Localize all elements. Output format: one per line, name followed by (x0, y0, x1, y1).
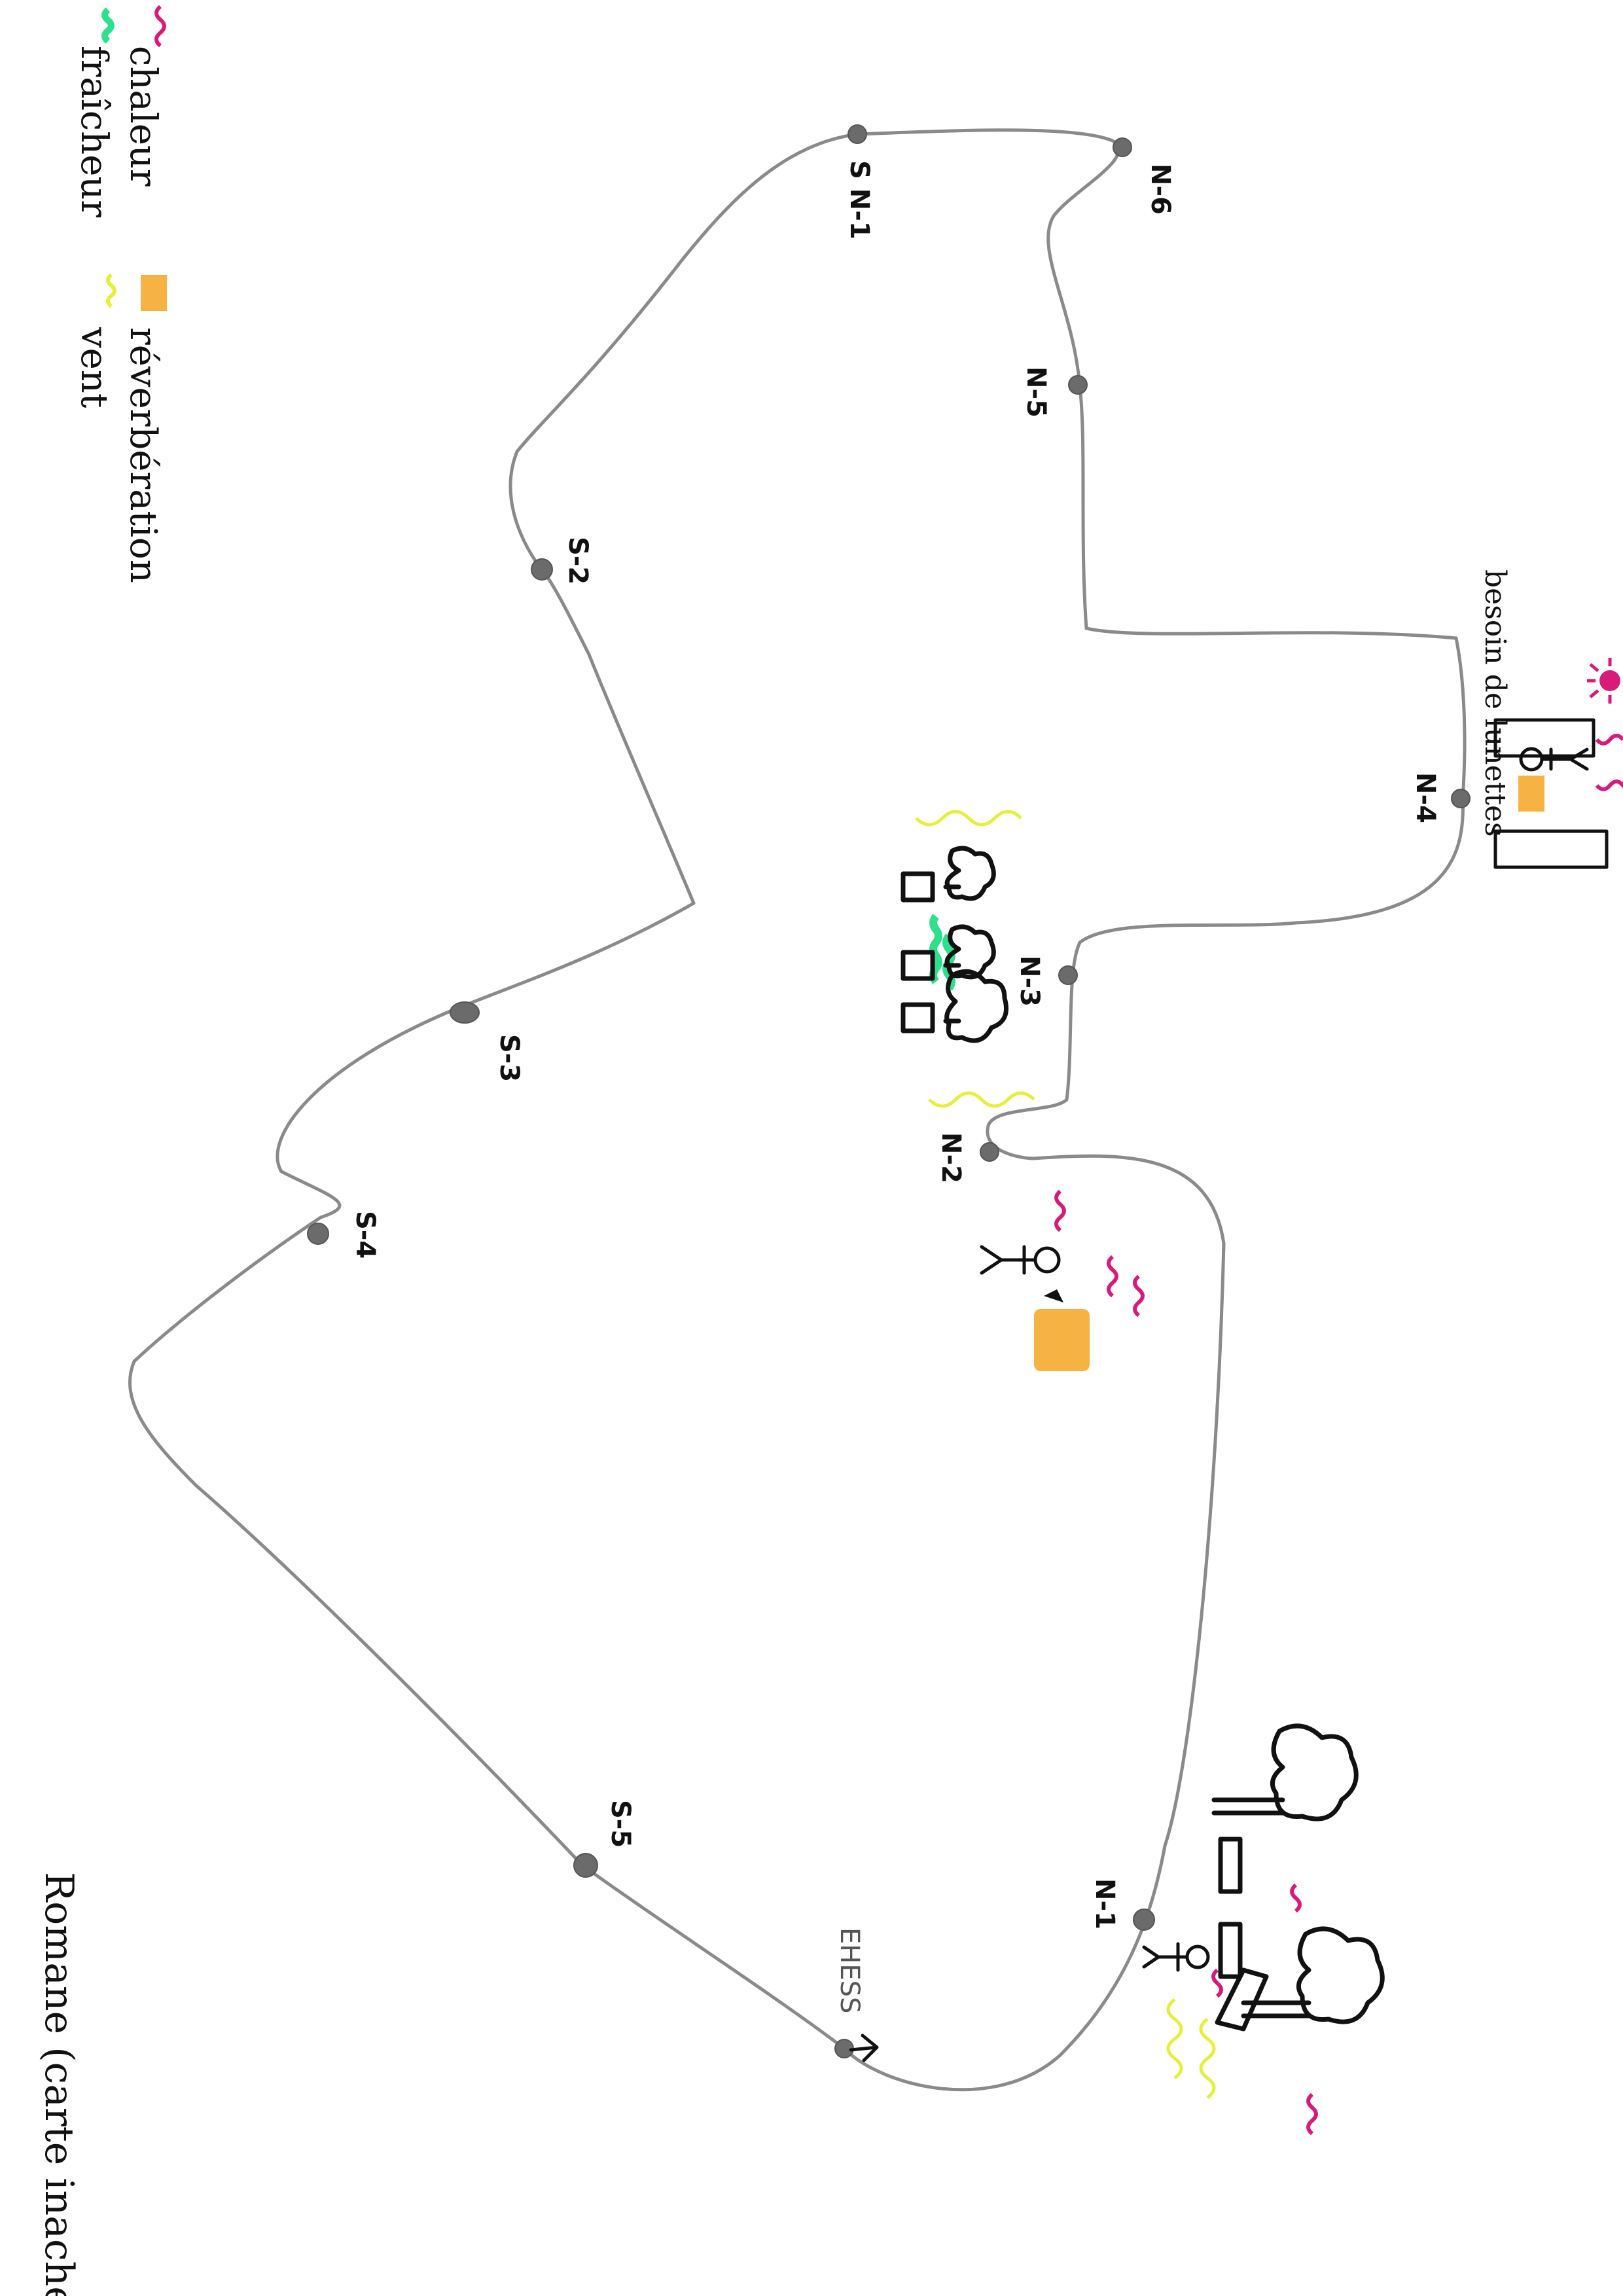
legend-label-reverberation: réverbération (122, 327, 164, 583)
legend-label-vent: vent (73, 327, 115, 408)
tree-icon (1211, 1723, 1359, 1821)
heat-mark (1054, 1189, 1066, 1232)
stop-marker-n5[interactable] (1068, 375, 1088, 395)
sun-icon (1587, 658, 1620, 704)
stop-label-s5: S-5 (605, 1800, 635, 1848)
stop-label-n5: N-5 (1021, 367, 1051, 418)
n4-scene: besoin de lunettes (1478, 569, 1623, 869)
annotation-besoin-lunettes: besoin de lunettes (1478, 569, 1512, 837)
stop-label-s3: S-3 (494, 1034, 524, 1082)
tree-icon (943, 924, 996, 980)
legend-swatch-chaleur (154, 5, 166, 48)
stop-labels: N-6 N-5 N-4 N-3 N-2 N-1 EHESS S N-1 S-2 … (350, 160, 1440, 2013)
stop-label-n1: N-1 (1090, 1878, 1120, 1929)
tree-icon (943, 846, 996, 901)
legend-swatch-reverberation (141, 275, 167, 311)
stop-marker-n2[interactable] (980, 1142, 999, 1162)
n2-scene (980, 1189, 1145, 1371)
bench-icon (1218, 1922, 1243, 1979)
route (128, 124, 1471, 2092)
stop-marker-s5[interactable] (573, 1853, 598, 1878)
stop-marker-n1[interactable] (1133, 1909, 1155, 1931)
stop-marker-n3[interactable] (1058, 965, 1078, 985)
n3-scene (901, 810, 1035, 1108)
bench-icon (1215, 1967, 1269, 2032)
person-icon (1142, 1942, 1210, 1972)
bench-icon (901, 871, 935, 903)
stop-marker-s4[interactable] (307, 1223, 329, 1245)
stop-marker-n6[interactable] (1113, 137, 1132, 157)
legend-swatch-vent (106, 273, 116, 308)
heat-mark (1595, 780, 1623, 791)
stop-label-s2: S-2 (563, 537, 593, 584)
stop-marker-n4[interactable] (1451, 789, 1471, 808)
reverberation-mark (1518, 776, 1544, 812)
building-icon (1493, 829, 1609, 869)
wind-mark (915, 810, 1022, 827)
heat-mark (1306, 2092, 1318, 2136)
wind-mark (928, 1091, 1035, 1108)
legend-label-fraicheur: fraîcheur (73, 46, 115, 217)
wind-mark (1199, 2018, 1216, 2099)
wind-mark (1166, 1998, 1183, 2079)
author-signature: Romane (carte inachevée) (36, 1872, 82, 2296)
stop-label-s1: S N-1 (844, 160, 874, 240)
heat-mark (1290, 1883, 1302, 1913)
building-icon (1493, 718, 1596, 758)
stop-label-n6: N-6 (1145, 164, 1175, 215)
stop-label-ehess: EHESS (834, 1928, 865, 2013)
n1-scene (1142, 1723, 1385, 2136)
arrow-icon (849, 2034, 879, 2062)
stop-label-s4: S-4 (350, 1211, 380, 1259)
legend-swatch-fraicheur (101, 7, 115, 44)
legend-label-chaleur: chaleur (122, 46, 164, 187)
legend: chaleur fraîcheur réverbération vent (73, 5, 167, 583)
stop-marker-s2[interactable] (531, 558, 553, 581)
stop-marker-s1[interactable] (847, 124, 867, 144)
heat-mark (1107, 1255, 1118, 1298)
bench-icon (1218, 1837, 1243, 1894)
stop-marker-s3[interactable] (450, 1001, 480, 1024)
tree-icon (943, 969, 1008, 1043)
person-icon (980, 1245, 1063, 1302)
bench-icon (901, 1002, 935, 1033)
stop-label-n3: N-3 (1014, 956, 1044, 1007)
stop-label-n4: N-4 (1410, 772, 1440, 823)
heat-mark (1595, 734, 1623, 745)
freshness-mark (929, 914, 942, 984)
route-line (128, 128, 1467, 2092)
heat-mark (1211, 1968, 1223, 1998)
person-icon (1519, 747, 1589, 772)
reverberation-mark (1034, 1309, 1090, 1371)
heat-mark (1133, 1274, 1145, 1318)
stop-label-n2: N-2 (936, 1132, 966, 1183)
bench-icon (901, 950, 935, 981)
